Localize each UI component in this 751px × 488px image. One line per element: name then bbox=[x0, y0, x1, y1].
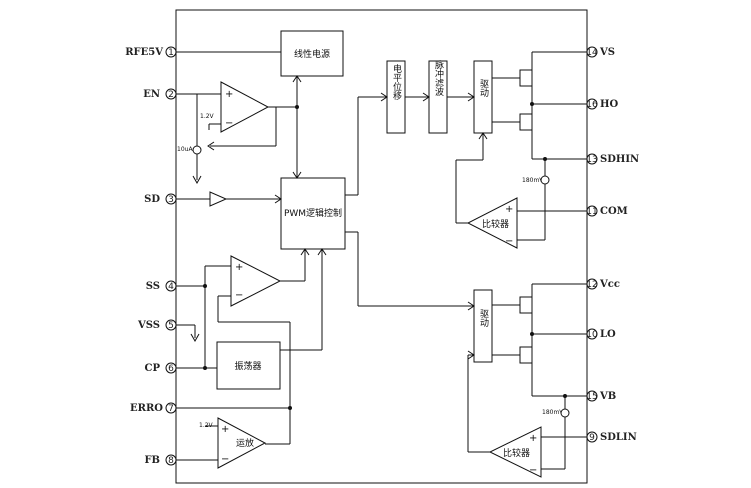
pin-number: 13 bbox=[586, 155, 597, 165]
pin-13: 11 COM bbox=[586, 205, 628, 217]
high-side-driver-block: 驱动 bbox=[473, 60, 493, 134]
pin-number: 11 bbox=[586, 207, 597, 217]
pin-label: VSS bbox=[137, 320, 160, 331]
pin-number: 1 bbox=[168, 48, 174, 58]
block-label: 比较器 bbox=[482, 218, 509, 230]
pin-6: CP 6 bbox=[145, 362, 177, 374]
minus-sign: − bbox=[235, 290, 243, 301]
pin-label: CP bbox=[145, 363, 161, 374]
oscillator-block: 振荡器 bbox=[216, 341, 281, 390]
linear-regulator-block: 线性电源 bbox=[280, 30, 344, 77]
pin-label: SDLIN bbox=[600, 432, 637, 443]
pin-number: 8 bbox=[168, 456, 174, 466]
block-label: 驱动 bbox=[478, 79, 489, 98]
low-side-comparator: + − 比较器 bbox=[488, 426, 542, 478]
pin-16: 16 HO bbox=[586, 98, 618, 110]
pin-label: Vcc bbox=[599, 279, 620, 290]
plus-sign: + bbox=[529, 433, 537, 444]
pin-label: EN bbox=[143, 89, 160, 100]
pin-3: SD 3 bbox=[144, 193, 177, 205]
pin-number: 5 bbox=[168, 321, 174, 331]
pin-12: 12 Vcc bbox=[586, 278, 620, 290]
en-comparator: + − bbox=[220, 81, 270, 133]
pin-label: VB bbox=[599, 391, 616, 402]
pin-number: 3 bbox=[168, 195, 174, 205]
minus-sign: − bbox=[221, 454, 229, 465]
pin-number: 4 bbox=[168, 282, 174, 292]
com-offset-label: 180mV bbox=[542, 409, 564, 416]
pin-label: SS bbox=[146, 281, 160, 292]
pin-1: RFE5V 1 bbox=[125, 46, 177, 58]
plus-sign: + bbox=[221, 424, 229, 435]
pin-11: 15 VB bbox=[586, 390, 616, 402]
pin-14: 13 SDHIN bbox=[586, 153, 639, 165]
level-shift-block: 电平位移 bbox=[386, 60, 406, 134]
pin-7: ERRO 7 bbox=[130, 402, 177, 414]
pin-2: EN 2 bbox=[143, 88, 177, 100]
vs-offset-label: 180mV bbox=[522, 177, 544, 184]
pin-label: VS bbox=[599, 47, 615, 58]
plus-sign: + bbox=[235, 262, 243, 273]
block-label: 脉冲滤波 bbox=[433, 59, 444, 97]
minus-sign: − bbox=[225, 118, 233, 129]
pin-number: 12 bbox=[586, 280, 597, 290]
block-label: 振荡器 bbox=[234, 360, 261, 372]
block-label: PWM逻辑控制 bbox=[284, 207, 342, 219]
pin-label: LO bbox=[600, 329, 616, 340]
vs-offset-symbol bbox=[540, 175, 550, 185]
block-label: 驱动 bbox=[478, 309, 489, 328]
sd-buffer bbox=[209, 191, 228, 207]
minus-sign: − bbox=[529, 465, 537, 476]
pin-label: RFE5V bbox=[125, 47, 163, 58]
pin-label: COM bbox=[600, 206, 628, 217]
pin-label: HO bbox=[600, 99, 618, 110]
pin-label: SD bbox=[144, 194, 160, 205]
pin-label: SDHIN bbox=[600, 154, 639, 165]
high-side-comparator: + − 比较器 bbox=[466, 197, 518, 249]
pin-number: 7 bbox=[168, 404, 174, 414]
error-amplifier: + − 运放 bbox=[217, 417, 267, 469]
com-offset-symbol bbox=[560, 408, 570, 418]
pin-number: 14 bbox=[586, 48, 598, 58]
pin-number: 2 bbox=[168, 90, 174, 100]
chip-outline bbox=[175, 9, 588, 484]
pin-number: 15 bbox=[586, 392, 597, 402]
plus-sign: + bbox=[225, 89, 233, 100]
pin-5: VSS 5 bbox=[137, 319, 177, 331]
block-label: 比较器 bbox=[503, 447, 530, 459]
wiring bbox=[176, 51, 587, 470]
pin-number: 10 bbox=[586, 330, 598, 340]
block-label: 线性电源 bbox=[294, 48, 330, 60]
ss-comparator: + − bbox=[230, 255, 282, 307]
plus-sign: + bbox=[505, 204, 513, 215]
pin-label: FB bbox=[144, 455, 160, 466]
pwm-logic-block: PWM逻辑控制 bbox=[280, 177, 346, 250]
pin-number: 9 bbox=[589, 433, 595, 443]
block-label: 电平位移 bbox=[391, 63, 402, 101]
pin-number: 6 bbox=[168, 364, 174, 374]
pin-label: ERRO bbox=[130, 403, 163, 414]
pin-9: 9 SDLIN bbox=[586, 431, 637, 443]
pin-4: SS 4 bbox=[146, 280, 177, 292]
en-reference-label: 1.2V bbox=[200, 113, 215, 120]
junction-dots bbox=[203, 102, 567, 410]
pulse-filter-block: 脉冲滤波 bbox=[428, 59, 448, 134]
current-source-symbol bbox=[192, 145, 202, 155]
block-label: 运放 bbox=[236, 437, 254, 449]
pin-10: 10 LO bbox=[586, 328, 616, 340]
pin-number: 16 bbox=[586, 100, 598, 110]
minus-sign: − bbox=[505, 236, 513, 247]
pin-15: 14 VS bbox=[586, 46, 615, 58]
pin-8: FB 8 bbox=[144, 454, 177, 466]
en-current-label: 10uA bbox=[177, 146, 193, 153]
low-side-driver-block: 驱动 bbox=[473, 289, 493, 363]
